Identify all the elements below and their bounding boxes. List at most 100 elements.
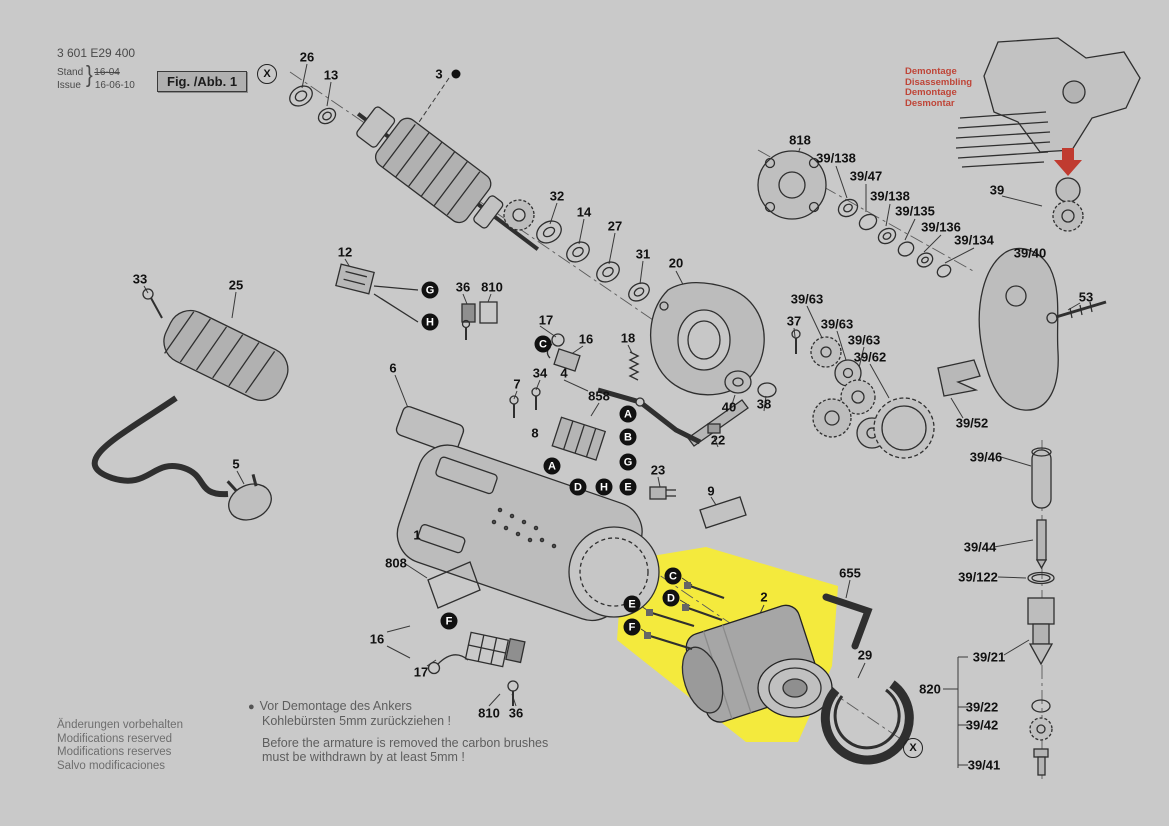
callout-letter: E (623, 595, 641, 613)
callout-letter-x: X (903, 738, 923, 758)
part-number-label: 39/136 (921, 219, 961, 235)
part-number-label: 39/63 (790, 291, 824, 307)
callout-letter: H (421, 313, 439, 331)
part-number-label: 39/122 (958, 569, 998, 585)
bullet-icon: ● (248, 701, 255, 713)
part-number-label: 31 (635, 246, 651, 262)
part-number-label: 39/62 (853, 349, 887, 365)
part-number-label: 39/42 (965, 717, 999, 733)
part-number-label: 810 (481, 279, 503, 295)
part-number-label: 33 (132, 271, 148, 287)
figure-label: Fig. /Abb. 1 (157, 71, 248, 92)
part-number-label: 16 (578, 331, 594, 347)
disassembly-note-de: Demontage (905, 66, 957, 77)
part-number-label: 14 (576, 204, 592, 220)
part-number-label: 39/52 (955, 415, 989, 431)
callout-letter-x: X (257, 64, 277, 84)
part-number-label: 39/138 (816, 150, 856, 166)
callout-letter: G (421, 281, 439, 299)
part-number-label: 17 (413, 664, 429, 680)
part-number-label: 39/134 (954, 232, 994, 248)
parts-artwork (91, 37, 1141, 776)
part-number-label: 39/40 (1013, 245, 1047, 261)
callout-letter: C (664, 567, 682, 585)
callout-letter: H (595, 478, 613, 496)
part-number-label: 858 (588, 388, 610, 404)
part-number-label: 808 (385, 555, 407, 571)
brush-warning-de-2: Kohlebürsten 5mm zurückziehen ! (262, 714, 451, 728)
part-number-label: 39/63 (820, 316, 854, 332)
part-number-label: 3 (435, 66, 443, 82)
modifications-note-fr: Modifications reserves (57, 746, 172, 758)
part-number-label: 6 (389, 360, 397, 376)
callout-letter: A (619, 405, 637, 423)
revision-brace: } (86, 62, 93, 88)
disassembly-note-es: Desmontar (905, 97, 955, 109)
part-number-label: 12 (337, 244, 353, 260)
part-number-label: 810 (478, 705, 500, 721)
part-number-label: 39/63 (847, 332, 881, 348)
part-number-label: 5 (232, 456, 240, 472)
part-number-label: 39/46 (969, 449, 1003, 465)
callout-letter: A (543, 457, 561, 475)
callout-letter: D (569, 478, 587, 496)
part-number-label: 820 (919, 681, 941, 697)
armature-art (356, 106, 540, 251)
callout-letter: D (662, 589, 680, 607)
part-number-label: 1 (413, 527, 421, 543)
part-number-label: 655 (839, 565, 861, 581)
part-number-label: 36 (455, 279, 471, 295)
brush-warning-note: ● Vor Demontage des Ankers Kohlebürsten 5… (248, 699, 548, 764)
part-number-label: 4 (560, 365, 568, 381)
callout-letter: E (619, 478, 637, 496)
revision-block: Stand 16-04 Issue 16-06-10 (57, 66, 135, 92)
part-number-label: 22 (710, 432, 726, 448)
issue-label: Issue (57, 80, 81, 91)
part-number-label: 13 (323, 67, 339, 83)
red-arrow-icon (1054, 148, 1082, 176)
part-number-label: 27 (607, 218, 623, 234)
callout-letter: F (440, 612, 458, 630)
callout-letter: G (619, 453, 637, 471)
brush-warning-en-1: Before the armature is removed the carbo… (262, 736, 549, 750)
callout-letter: B (619, 428, 637, 446)
part-number-label: 29 (857, 647, 873, 663)
disassembly-note-en: Disassembling (905, 76, 973, 88)
callout-letter: C (534, 335, 552, 353)
part-number-label: 38 (756, 396, 772, 412)
brush-warning-en-2: must be withdrawn by at least 5mm ! (262, 750, 465, 764)
part-number-label: 18 (620, 330, 636, 346)
brush-warning-de-1: Vor Demontage des Ankers (259, 699, 412, 713)
stator-screws (644, 582, 725, 651)
issue-value: 16-06-10 (94, 80, 135, 91)
part-number-label: 39/44 (963, 539, 997, 555)
part-number-label: 39/22 (965, 699, 999, 715)
part-number-label: 25 (228, 277, 244, 293)
part-number-label: 818 (789, 132, 811, 148)
part-number-label: 34 (532, 365, 548, 381)
part-number-label: 2 (760, 589, 768, 605)
part-number-label: 39/135 (895, 203, 935, 219)
part-number-label: 37 (786, 313, 802, 329)
modifications-note-es: Salvo modificaciones (57, 759, 166, 772)
part-number-label: 26 (299, 49, 315, 65)
modifications-note-en: Modifications reserved (57, 732, 173, 745)
part-number-label: 23 (650, 462, 666, 478)
part-number-label: 16 (369, 631, 385, 647)
part-number-label: 39/21 (972, 649, 1006, 665)
part-3-dot (451, 69, 461, 79)
modifications-note-de: Änderungen vorbehalten (57, 719, 183, 731)
part-number-label: 9 (707, 483, 715, 499)
part-number-label: 39/47 (849, 168, 883, 184)
disassembly-note-fr: Demontage (905, 87, 957, 98)
part-number-label: 36 (508, 705, 524, 721)
part-number-label: 40 (721, 399, 737, 415)
product-code: 3 601 E29 400 (57, 46, 136, 60)
disassembly-note: Demontage Disassembling Demontage Desmon… (905, 66, 973, 109)
stand-label: Stand (57, 67, 84, 78)
part-number-label: 39/138 (870, 188, 910, 204)
callout-letter: F (623, 618, 641, 636)
